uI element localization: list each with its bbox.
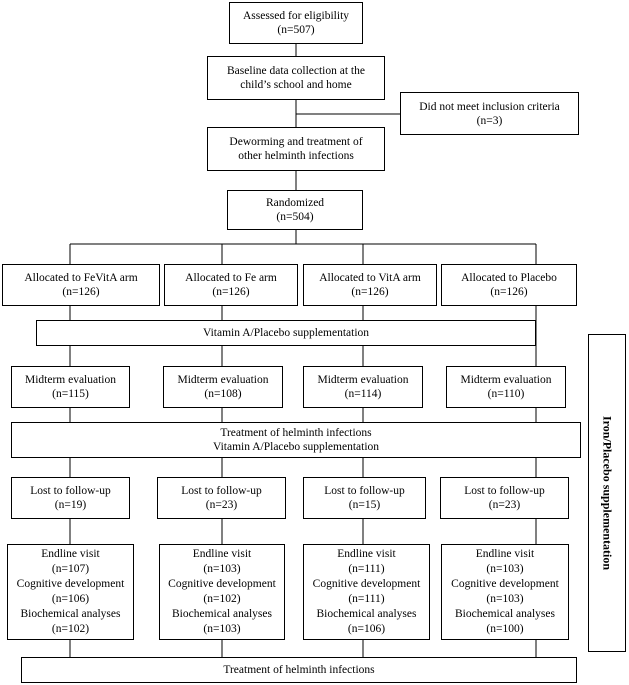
midterm-label: Midterm evaluation — [24, 374, 117, 386]
midterm-count: (n=115) — [52, 388, 89, 400]
endline-visit-count: (n=103) — [486, 563, 524, 575]
allocation-label: Allocated to VitA arm — [319, 272, 421, 284]
cognitive-label: Cognitive development — [16, 578, 125, 590]
allocation-count: (n=126) — [351, 286, 389, 298]
cognitive-count: (n=102) — [203, 593, 241, 605]
allocation-count: (n=126) — [212, 286, 250, 298]
endline-visit-count: (n=111) — [348, 563, 385, 575]
excluded-label: Did not meet inclusion criteria — [419, 100, 560, 113]
endline-box-placebo: Endline visit (n=103) Cognitive developm… — [441, 544, 569, 640]
assessed-box: Assessed for eligibility (n=507) — [229, 2, 363, 44]
midterm-label: Midterm evaluation — [460, 374, 552, 386]
midterm-count: (n=108) — [204, 388, 242, 400]
lost-box-fe: Lost to follow-up (n=23) — [157, 477, 286, 519]
final-treatment-box: Treatment of helminth infections — [21, 657, 577, 683]
helminth-vita-box: Treatment of helminth infections Vitamin… — [11, 422, 581, 458]
allocation-box-vita: Allocated to VitA arm (n=126) — [303, 264, 437, 306]
deworming-line2: other helminth infections — [238, 150, 354, 162]
allocation-label: Allocated to FeVitA arm — [24, 272, 138, 284]
midterm-label: Midterm evaluation — [177, 374, 269, 386]
endline-visit-label: Endline visit — [41, 548, 100, 560]
baseline-box: Baseline data collection at the child’s … — [207, 56, 385, 100]
allocation-count: (n=126) — [490, 286, 528, 298]
endline-box-fevita: Endline visit (n=107) Cognitive developm… — [7, 544, 134, 640]
midterm-box-vita: Midterm evaluation (n=114) — [303, 366, 423, 408]
cognitive-label: Cognitive development — [451, 578, 559, 590]
randomized-count: (n=504) — [276, 211, 314, 223]
lost-label: Lost to follow-up — [324, 485, 405, 497]
cognitive-label: Cognitive development — [312, 578, 421, 590]
endline-visit-count: (n=103) — [203, 563, 241, 575]
endline-visit-label: Endline visit — [337, 548, 396, 560]
endline-box-vita: Endline visit (n=111) Cognitive developm… — [303, 544, 430, 640]
biochemical-count: (n=100) — [486, 623, 524, 635]
baseline-line2: child’s school and home — [240, 79, 352, 91]
randomized-box: Randomized (n=504) — [227, 190, 363, 230]
endline-box-fe: Endline visit (n=103) Cognitive developm… — [159, 544, 285, 640]
midterm-box-placebo: Midterm evaluation (n=110) — [446, 366, 566, 408]
biochemical-label: Biochemical analyses — [316, 608, 417, 620]
assessed-count: (n=507) — [277, 24, 315, 36]
final-treatment-label: Treatment of helminth infections — [223, 664, 375, 676]
allocation-box-fe: Allocated to Fe arm (n=126) — [164, 264, 298, 306]
lost-count: (n=19) — [54, 499, 87, 511]
helminth-vita-line2: Vitamin A/Placebo supplementation — [212, 441, 380, 453]
cognitive-label: Cognitive development — [168, 578, 276, 590]
biochemical-label: Biochemical analyses — [20, 608, 121, 620]
helminth-vita-line1: Treatment of helminth infections — [220, 427, 372, 439]
biochemical-count: (n=102) — [51, 623, 90, 635]
deworming-line1: Deworming and treatment of — [229, 136, 363, 148]
deworming-box: Deworming and treatment of other helmint… — [207, 127, 385, 171]
iron-placebo-side-box: Iron/Placebo supplementation — [588, 334, 626, 652]
lost-count: (n=23) — [205, 499, 238, 511]
lost-box-vita: Lost to follow-up (n=15) — [303, 477, 426, 519]
cognitive-count: (n=106) — [51, 593, 90, 605]
midterm-count: (n=114) — [344, 388, 382, 400]
endline-visit-label: Endline visit — [475, 548, 535, 560]
endline-visit-count: (n=107) — [51, 563, 90, 575]
cognitive-count: (n=103) — [486, 593, 524, 605]
biochemical-label: Biochemical analyses — [455, 608, 555, 620]
lost-box-fevita: Lost to follow-up (n=19) — [11, 477, 130, 519]
biochemical-label: Biochemical analyses — [172, 608, 272, 620]
lost-count: (n=15) — [348, 499, 381, 511]
iron-placebo-side-label: Iron/Placebo supplementation — [600, 415, 615, 571]
allocation-count: (n=126) — [62, 286, 100, 298]
allocation-label: Allocated to Placebo — [461, 272, 557, 284]
allocation-label: Allocated to Fe arm — [185, 272, 277, 284]
lost-box-placebo: Lost to follow-up (n=23) — [440, 477, 569, 519]
excluded-count: (n=3) — [476, 114, 503, 127]
allocation-box-placebo: Allocated to Placebo (n=126) — [441, 264, 577, 306]
biochemical-count: (n=106) — [347, 623, 386, 635]
excluded-box: Did not meet inclusion criteria (n=3) — [400, 92, 579, 135]
lost-label: Lost to follow-up — [30, 485, 111, 497]
lost-label: Lost to follow-up — [181, 485, 262, 497]
biochemical-count: (n=103) — [203, 623, 241, 635]
cognitive-count: (n=111) — [348, 593, 385, 605]
randomized-label: Randomized — [265, 197, 325, 209]
endline-visit-label: Endline visit — [192, 548, 252, 560]
allocation-box-fevita: Allocated to FeVitA arm (n=126) — [2, 264, 160, 306]
baseline-line1: Baseline data collection at the — [227, 65, 365, 77]
assessed-label: Assessed for eligibility — [242, 10, 350, 22]
midterm-count: (n=110) — [487, 388, 525, 400]
vita-supplementation-box: Vitamin A/Placebo supplementation — [36, 320, 536, 346]
lost-count: (n=23) — [488, 499, 521, 511]
midterm-box-fevita: Midterm evaluation (n=115) — [11, 366, 130, 408]
lost-label: Lost to follow-up — [464, 485, 545, 497]
vita-supplementation-label: Vitamin A/Placebo supplementation — [202, 327, 370, 339]
midterm-label: Midterm evaluation — [317, 374, 409, 386]
midterm-box-fe: Midterm evaluation (n=108) — [163, 366, 283, 408]
